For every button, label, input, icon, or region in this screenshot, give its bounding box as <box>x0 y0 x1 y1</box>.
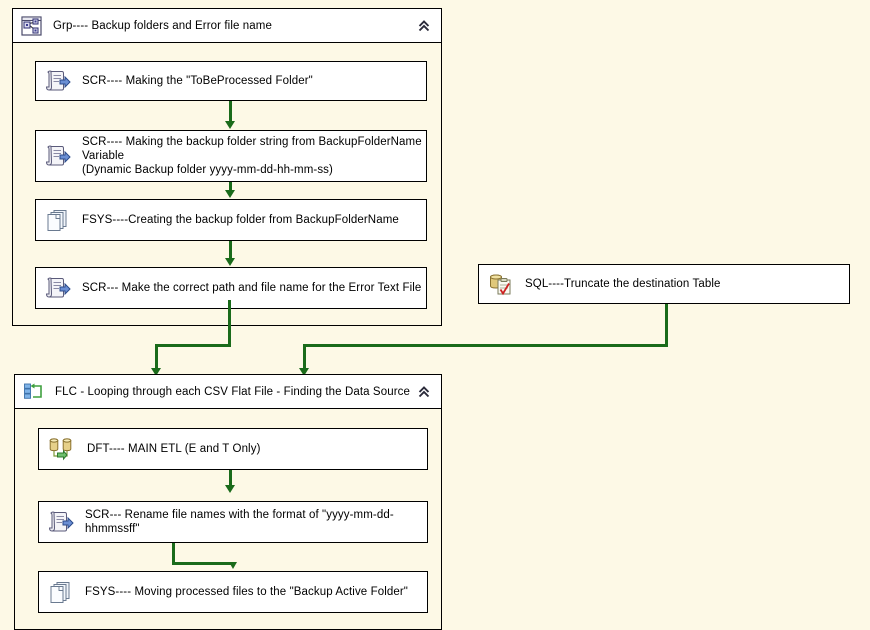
container-header-flc[interactable]: FLC - Looping through each CSV Flat File… <box>15 375 441 409</box>
container-title-flc: FLC - Looping through each CSV Flat File… <box>55 385 410 398</box>
task-label: FSYS---- Moving processed files to the "… <box>85 586 408 598</box>
task-scr-backupfolderstring[interactable]: SCR---- Making the backup folder string … <box>35 130 427 182</box>
arrow-icon <box>229 562 237 569</box>
arrow-icon <box>225 258 235 266</box>
data-flow-task-icon <box>48 437 76 461</box>
arrow-icon <box>225 190 235 198</box>
connector-scr2-to-fsys <box>229 182 232 192</box>
connector-scr-down-stem <box>172 543 175 565</box>
chevron-double-up-icon[interactable] <box>416 18 432 34</box>
task-fsys-create-backup[interactable]: FSYS----Creating the backup folder from … <box>35 199 427 241</box>
connector-sql-into-flc <box>303 344 306 370</box>
script-task-icon <box>48 510 74 534</box>
connector-sql-left-run <box>303 344 668 347</box>
script-task-icon <box>45 144 71 168</box>
connector-scr3-left-run <box>155 344 231 347</box>
task-label: SCR--- Make the correct path and file na… <box>82 282 422 294</box>
arrow-icon <box>225 121 235 129</box>
task-sql-truncate[interactable]: SQL----Truncate the destination Table <box>478 264 850 304</box>
foreach-loop-container-icon <box>23 381 45 403</box>
connector-scr3-into-flc <box>155 344 158 370</box>
chevron-double-up-icon[interactable] <box>416 384 432 400</box>
execute-sql-task-icon <box>488 272 514 296</box>
task-dft-main-etl[interactable]: DFT---- MAIN ETL (E and T Only) <box>38 428 428 470</box>
connector-fsys-to-scr3 <box>229 241 232 259</box>
container-header-grp[interactable]: Grp---- Backup folders and Error file na… <box>13 9 441 43</box>
connector-scr1-to-scr2 <box>229 101 232 123</box>
connector-sql-down-stem <box>665 304 668 347</box>
file-system-task-icon <box>45 208 71 232</box>
file-system-task-icon <box>48 580 74 604</box>
arrow-icon <box>299 368 309 376</box>
task-scr-tobeprocessed[interactable]: SCR---- Making the "ToBeProcessed Folder… <box>35 61 427 101</box>
task-label: SCR---- Making the backup folder string … <box>82 136 422 176</box>
task-label: FSYS----Creating the backup folder from … <box>82 214 399 226</box>
task-label: DFT---- MAIN ETL (E and T Only) <box>87 443 261 455</box>
arrow-icon <box>225 485 235 493</box>
connector-dft-to-scr <box>229 470 232 486</box>
connector-scr-right-run <box>172 562 234 565</box>
foreach-loop-container-flc[interactable]: FLC - Looping through each CSV Flat File… <box>14 374 442 630</box>
task-scr-error-text-path[interactable]: SCR--- Make the correct path and file na… <box>35 267 427 309</box>
script-task-icon <box>45 69 71 93</box>
connector-scr3-down-stem <box>228 300 231 347</box>
arrow-icon <box>151 368 161 376</box>
sequence-container-grp[interactable]: Grp---- Backup folders and Error file na… <box>12 8 442 326</box>
task-label: SQL----Truncate the destination Table <box>525 278 721 290</box>
task-scr-rename-files[interactable]: SCR--- Rename file names with the format… <box>38 501 428 543</box>
task-label: SCR---- Making the "ToBeProcessed Folder… <box>82 75 313 87</box>
task-label: SCR--- Rename file names with the format… <box>85 509 394 535</box>
script-task-icon <box>45 276 71 300</box>
task-fsys-move-processed[interactable]: FSYS---- Moving processed files to the "… <box>38 571 428 613</box>
sequence-container-icon <box>21 15 43 37</box>
container-title-grp: Grp---- Backup folders and Error file na… <box>53 19 272 32</box>
